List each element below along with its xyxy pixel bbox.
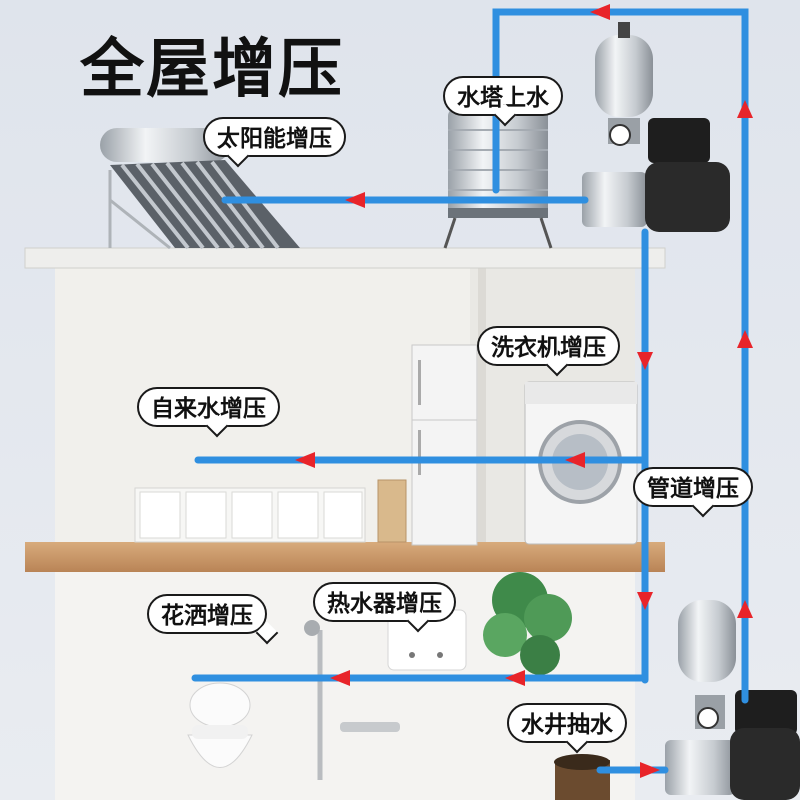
callout-label: 管道增压 [647, 476, 739, 502]
callout-pipe: 管道增压 [633, 467, 753, 518]
refrigerator-icon [411, 344, 478, 546]
solar-water-heater-icon [100, 128, 300, 250]
roof-slab [24, 247, 666, 269]
flow-arrows [295, 4, 753, 778]
callout-washer: 洗衣机增压 [477, 326, 620, 377]
tree-icon [483, 572, 572, 675]
shower-icon [304, 620, 400, 780]
partition-wall [478, 265, 486, 555]
callout-solar: 太阳能增压 [203, 117, 346, 168]
callout-heater: 热水器增压 [313, 582, 456, 633]
callout-well: 水井抽水 [507, 703, 627, 754]
callout-label: 热水器增压 [327, 591, 442, 617]
callout-shower: 花洒增压 [147, 594, 279, 645]
toilet-icon [187, 682, 253, 768]
callout-label: 自来水增压 [151, 396, 266, 422]
callout-label: 洗衣机增压 [491, 335, 606, 361]
kitchen-cabinet-icon [134, 479, 407, 543]
booster-pump-icon-top [582, 22, 730, 232]
callout-label: 水井抽水 [521, 712, 613, 738]
callout-label: 花洒增压 [161, 603, 253, 629]
middle-floor [25, 542, 665, 572]
page-title: 全屋增压 [80, 33, 344, 107]
well-icon [554, 754, 610, 800]
booster-pump-icon-bottom [665, 600, 800, 800]
callout-water-tower: 水塔上水 [443, 76, 563, 127]
callout-tap: 自来水增压 [137, 387, 280, 438]
